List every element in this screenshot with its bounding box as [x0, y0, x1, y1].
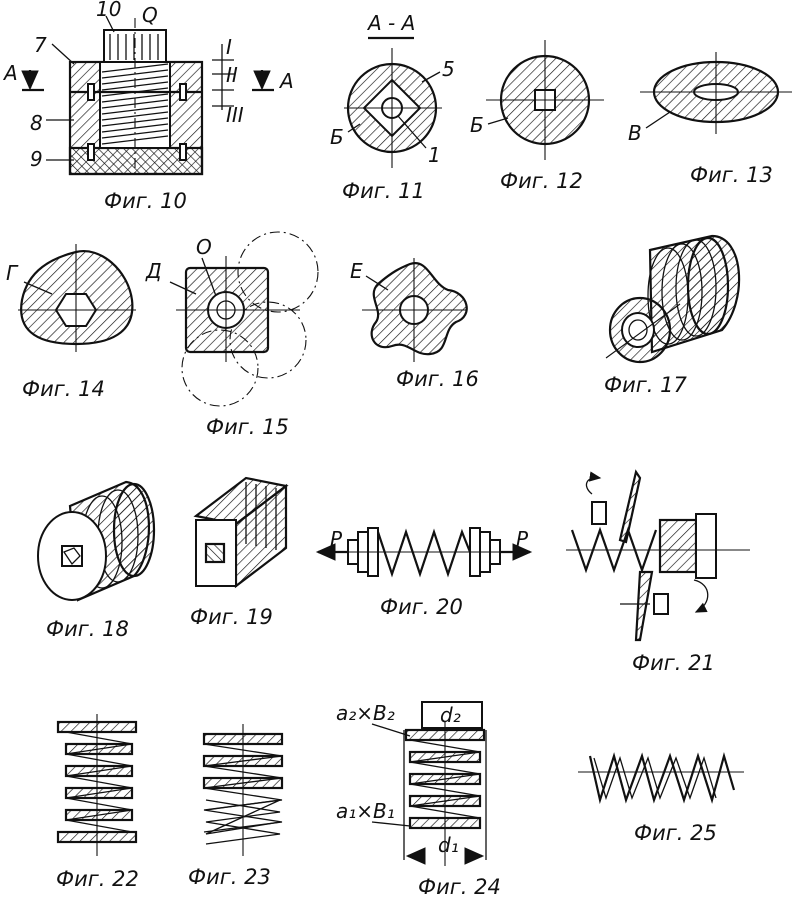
figure-11: А - А 5 Б 1 Фиг. 11	[330, 11, 455, 203]
figure-22: Фиг. 22	[56, 714, 139, 891]
figure-12: Б Фиг. 12	[470, 40, 604, 193]
fig24-label-a1b1: a₁×B₁	[336, 799, 395, 823]
fig12-label-b: Б	[470, 113, 484, 137]
fig24-label-d2: d₂	[440, 703, 461, 727]
fig10-label-iii: III	[226, 103, 244, 127]
figure-15: Д О Фиг. 15	[145, 231, 319, 439]
fig21-caption: Фиг. 21	[632, 651, 715, 675]
fig23-caption: Фиг. 23	[188, 865, 271, 889]
figure-14: Г Фиг. 14	[6, 244, 136, 401]
fig10-label-9: 9	[30, 147, 43, 171]
figure-25: Фиг. 25	[578, 751, 744, 845]
fig25-caption: Фиг. 25	[634, 821, 717, 845]
fig17-caption: Фиг. 17	[604, 373, 687, 397]
fig14-caption: Фиг. 14	[22, 377, 105, 401]
fig24-caption: Фиг. 24	[418, 875, 501, 899]
fig20-label-p-left: Р	[330, 527, 343, 551]
fig10-label-a-left: А	[2, 61, 18, 85]
fig20-label-p-right: Р	[516, 527, 529, 551]
fig10-label-7: 7	[34, 33, 47, 57]
fig15-label-o: О	[196, 235, 212, 259]
fig11-label-5: 5	[442, 57, 455, 81]
fig11-label-1: 1	[428, 143, 441, 167]
figure-24: d₂ a₂×B₂ a₁×B₁ d₁ Фиг. 24	[336, 701, 501, 899]
figure-23: Фиг. 23	[188, 724, 284, 889]
fig24-label-d1: d₁	[438, 833, 459, 857]
figure-17: Фиг. 17	[604, 234, 741, 397]
fig19-caption: Фиг. 19	[190, 605, 273, 629]
figure-10: 10 Q 7 А А 8 9 I II III Фиг. 10	[2, 0, 294, 213]
figure-18: Фиг. 18	[37, 480, 156, 641]
fig11-label-b: Б	[330, 125, 344, 149]
fig13-label-v: В	[628, 121, 642, 145]
figure-16: Е Фиг. 16	[350, 258, 479, 391]
fig15-label-d: Д	[145, 259, 162, 283]
figure-13: В Фиг. 13	[628, 52, 792, 187]
fig10-label-a-right: А	[278, 69, 294, 93]
fig24-label-a2b2: a₂×B₂	[336, 701, 395, 725]
fig10-label-8: 8	[30, 111, 43, 135]
fig14-label-g: Г	[6, 261, 19, 285]
fig16-label-e: Е	[350, 259, 363, 283]
fig18-caption: Фиг. 18	[46, 617, 129, 641]
fig16-caption: Фиг. 16	[396, 367, 479, 391]
fig10-caption: Фиг. 10	[104, 189, 187, 213]
fig11-caption: Фиг. 11	[342, 179, 425, 203]
fig10-label-i: I	[226, 35, 232, 59]
fig12-caption: Фиг. 12	[500, 169, 583, 193]
figure-20: Р Р Фиг. 20	[315, 527, 533, 619]
figure-19: Фиг. 19	[190, 476, 289, 629]
fig10-label-q: Q	[142, 3, 158, 27]
fig15-caption: Фиг. 15	[206, 415, 289, 439]
fig22-caption: Фиг. 22	[56, 867, 139, 891]
fig10-label-ii: II	[226, 63, 238, 87]
fig13-caption: Фиг. 13	[690, 163, 773, 187]
fig11-section-title: А - А	[366, 11, 415, 35]
fig10-label-10: 10	[96, 0, 121, 21]
fig20-caption: Фиг. 20	[380, 595, 463, 619]
figure-21: Фиг. 21	[566, 469, 750, 675]
